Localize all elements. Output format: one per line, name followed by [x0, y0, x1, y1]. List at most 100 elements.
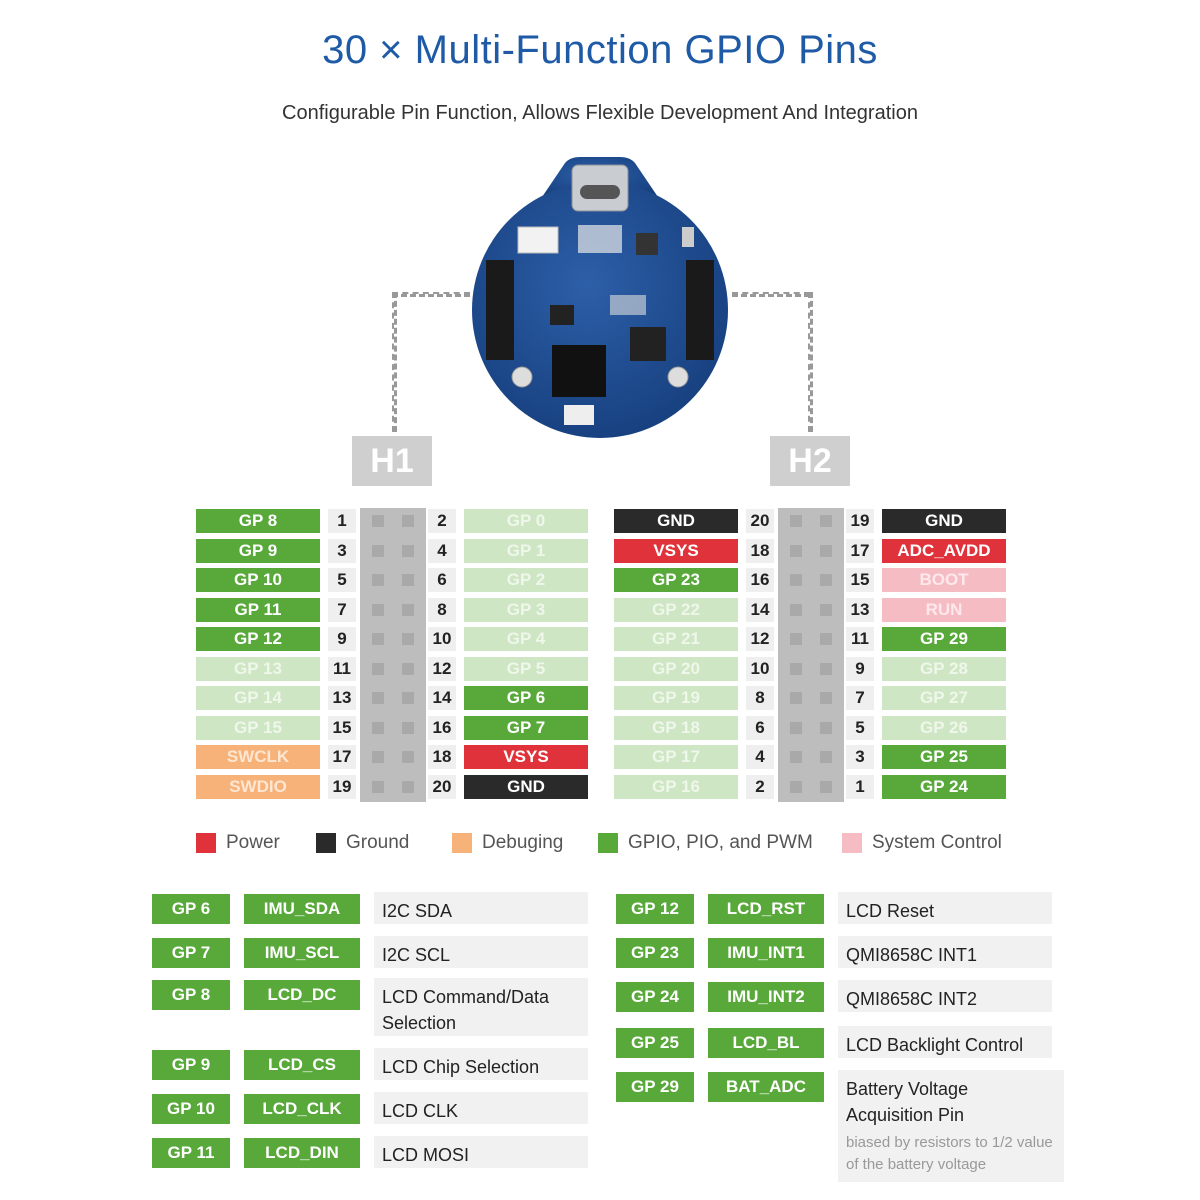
h1-pin-pad: [372, 692, 384, 704]
h2-pin-pad: [820, 574, 832, 586]
page-subtitle: Configurable Pin Function, Allows Flexib…: [282, 102, 918, 124]
h1-pin-number: 3: [328, 539, 356, 563]
h1-pin-pad: [372, 781, 384, 793]
h2-pin-pad: [820, 633, 832, 645]
function-description-text: LCD Backlight Control: [846, 1035, 1024, 1055]
h1-pin-label: GP 15: [196, 716, 320, 740]
h2-pin-number: 13: [846, 598, 874, 622]
legend-label: Ground: [346, 832, 410, 853]
h1-pin-number: 8: [428, 598, 456, 622]
h1-pin-label: GP 4: [464, 627, 588, 651]
board-illustration: [460, 155, 740, 445]
h1-pin-number: 13: [328, 686, 356, 710]
h1-pin-number: 18: [428, 745, 456, 769]
h1-pin-pad: [372, 604, 384, 616]
function-description-text: I2C SCL: [382, 945, 451, 965]
h2-pin-label: GP 21: [614, 627, 738, 651]
h1-pin-number: 15: [328, 716, 356, 740]
h2-pin-number: 11: [846, 627, 874, 651]
h2-pin-number: 16: [746, 568, 774, 592]
h2-pin-pad: [790, 545, 802, 557]
function-gpio-label: GP 25: [616, 1028, 694, 1058]
h1-pin-number: 1: [328, 509, 356, 533]
h2-pin-pad: [790, 633, 802, 645]
function-gpio-label: GP 7: [152, 938, 230, 968]
function-gpio-label: GP 10: [152, 1094, 230, 1124]
h2-pin-pad: [790, 574, 802, 586]
h1-pin-label: GP 6: [464, 686, 588, 710]
h1-pin-pad: [402, 722, 414, 734]
h2-pin-number: 9: [846, 657, 874, 681]
h2-pin-label: GP 23: [614, 568, 738, 592]
h2-pin-label: VSYS: [614, 539, 738, 563]
h2-pin-number: 1: [846, 775, 874, 799]
h1-pin-number: 2: [428, 509, 456, 533]
h2-pin-pad: [820, 663, 832, 675]
function-description: LCD MOSI: [374, 1136, 588, 1168]
function-description-text: LCD Command/Data Selection: [382, 987, 550, 1033]
h1-pin-pad: [402, 751, 414, 763]
h1-pin-pad: [402, 663, 414, 675]
h2-pin-number: 10: [746, 657, 774, 681]
function-description-text: Battery Voltage Acquisition Pin: [846, 1079, 969, 1125]
h1-pin-number: 14: [428, 686, 456, 710]
h1-pin-number: 17: [328, 745, 356, 769]
function-gpio-label: GP 8: [152, 980, 230, 1010]
h2-header-label: H2: [770, 436, 850, 486]
h2-pin-pad: [790, 604, 802, 616]
legend-label: GPIO, PIO, and PWM: [628, 832, 813, 853]
h1-connector-strip: [360, 508, 426, 802]
h2-pin-number: 17: [846, 539, 874, 563]
h1-pin-label: GP 5: [464, 657, 588, 681]
legend-label: Power: [226, 832, 280, 853]
function-signal-label: LCD_RST: [708, 894, 824, 924]
h2-pin-pad: [820, 604, 832, 616]
h1-pin-label: SWCLK: [196, 745, 320, 769]
round-board-image: [472, 157, 728, 438]
h1-pin-pad: [402, 515, 414, 527]
h2-pin-pad: [790, 722, 802, 734]
legend-swatch: [196, 833, 216, 853]
h2-pin-label: GP 26: [882, 716, 1006, 740]
h2-pin-pad: [790, 692, 802, 704]
h1-pin-pad: [372, 663, 384, 675]
legend-item: Debuging: [452, 830, 563, 856]
legend-swatch: [842, 833, 862, 853]
h2-pin-label: GP 18: [614, 716, 738, 740]
function-gpio-label: GP 6: [152, 894, 230, 924]
h2-pin-number: 2: [746, 775, 774, 799]
h2-pin-pad: [790, 515, 802, 527]
function-description-text: QMI8658C INT2: [846, 989, 978, 1009]
h1-pin-label: GP 12: [196, 627, 320, 651]
h1-pin-label: SWDIO: [196, 775, 320, 799]
h2-pin-pad: [790, 663, 802, 675]
h1-pin-label: GP 1: [464, 539, 588, 563]
function-signal-label: LCD_CLK: [244, 1094, 360, 1124]
h1-pin-number: 19: [328, 775, 356, 799]
function-gpio-label: GP 24: [616, 982, 694, 1012]
h2-pin-label: GND: [614, 509, 738, 533]
h2-pin-label: ADC_AVDD: [882, 539, 1006, 563]
function-signal-label: IMU_INT1: [708, 938, 824, 968]
h1-pin-number: 5: [328, 568, 356, 592]
function-description: QMI8658C INT1: [838, 936, 1052, 968]
function-gpio-label: GP 29: [616, 1072, 694, 1102]
h1-pin-label: GP 14: [196, 686, 320, 710]
h1-pin-number: 16: [428, 716, 456, 740]
function-signal-label: BAT_ADC: [708, 1072, 824, 1102]
h1-pin-pad: [402, 574, 414, 586]
function-signal-label: IMU_SCL: [244, 938, 360, 968]
legend-item: Power: [196, 830, 280, 856]
h1-pin-number: 9: [328, 627, 356, 651]
h2-pin-number: 7: [846, 686, 874, 710]
h1-pin-label: GP 7: [464, 716, 588, 740]
h1-pin-label: GP 13: [196, 657, 320, 681]
h1-leader-vertical: [392, 292, 397, 432]
h2-pin-pad: [820, 751, 832, 763]
function-note-text: biased by resistors to 1/2 value of the …: [846, 1134, 1053, 1173]
h2-pin-label: GP 19: [614, 686, 738, 710]
legend-swatch: [452, 833, 472, 853]
h2-pin-label: RUN: [882, 598, 1006, 622]
h2-pin-number: 20: [746, 509, 774, 533]
function-description: QMI8658C INT2: [838, 980, 1052, 1012]
